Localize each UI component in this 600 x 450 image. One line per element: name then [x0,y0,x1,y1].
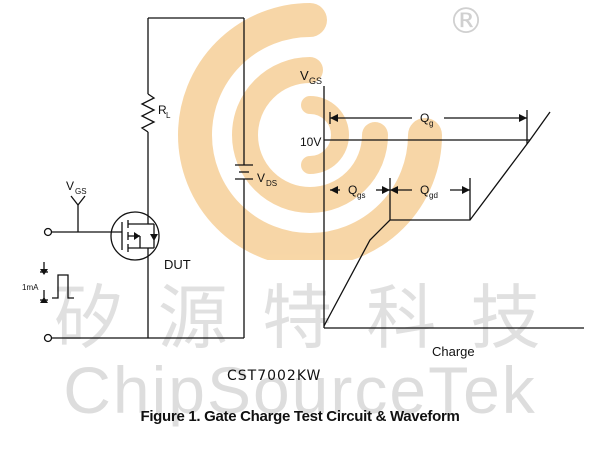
vds-sub: DS [266,179,277,188]
qgd-label: Q [420,183,429,197]
qgs-label: Q [348,183,357,197]
chipsourcetek-logo-watermark [178,3,442,260]
qg-sub: g [429,119,433,128]
vds-label: V [257,171,265,185]
y-axis-label: V [300,68,309,83]
qgs-sub: gs [357,191,365,200]
vgs-input-label: V [66,179,74,193]
current-source-label: 1mA [22,283,39,292]
rl-sub: L [166,111,171,120]
qg-label: Q [420,111,429,125]
y-axis-sub: GS [309,76,322,86]
dut-label: DUT [164,257,191,272]
chinese-brand-watermark: 矽 源 特 科 技 [53,278,547,358]
registered-mark-watermark: ® [448,1,484,42]
level-10v-label: 10V [300,135,321,149]
figure-caption: Figure 1. Gate Charge Test Circuit & Wav… [140,408,460,425]
rl-label: R [158,103,167,117]
qgd-sub: gd [429,191,438,200]
english-brand-watermark: ChipSourceTek [63,353,537,427]
part-number: CST7002KW [227,368,322,384]
x-axis-label: Charge [432,344,475,359]
vgs-input-sub: GS [75,187,87,196]
